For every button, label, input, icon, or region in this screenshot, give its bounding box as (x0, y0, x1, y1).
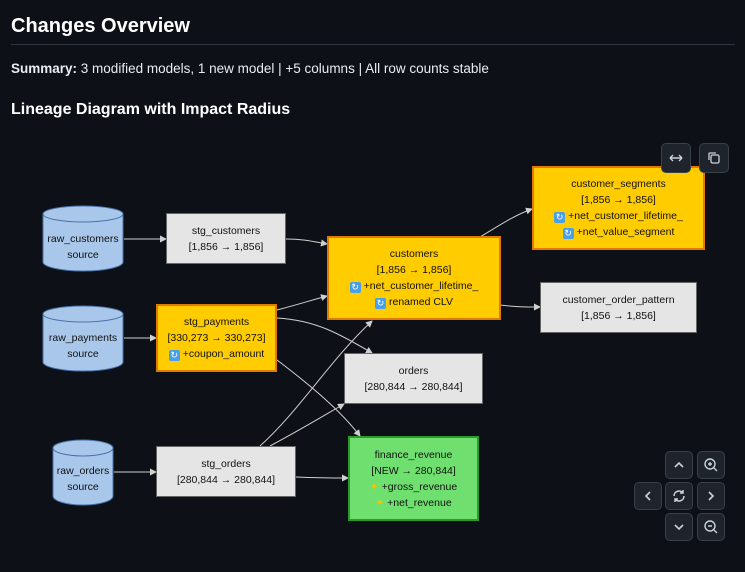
node-name: raw_orders (56, 465, 110, 477)
database-icon (42, 305, 124, 372)
node-rows: [330,273 → 330,273] (167, 332, 266, 344)
node-raw-payments[interactable]: raw_payments source (42, 305, 124, 372)
pan-up-button[interactable] (665, 451, 693, 479)
node-customer-segments[interactable]: customer_segments [1,856 → 1,856] ↻+net_… (532, 166, 705, 250)
node-sub: source (67, 481, 99, 493)
node-name: finance_revenue (374, 448, 453, 461)
zoom-in-icon (704, 458, 718, 472)
node-change: ↻renamed CLV (374, 296, 453, 309)
changed-column-icon: ↻ (168, 350, 180, 361)
fit-width-button[interactable] (661, 143, 691, 173)
edge-stg-payments-finance (276, 359, 361, 437)
node-change: ↻+net_customer_lifetime_ (349, 280, 479, 293)
node-stg-payments[interactable]: stg_payments [330,273 → 330,273] ↻+coupo… (156, 304, 277, 372)
edge-customers-segments (479, 207, 533, 238)
refresh-icon (673, 490, 685, 502)
summary-line: Summary: 3 modified models, 1 new model … (11, 61, 489, 76)
node-name: raw_customers (47, 233, 119, 245)
changed-column-icon: ↻ (349, 282, 361, 293)
changed-column-icon: ↻ (374, 298, 386, 309)
chevron-left-icon (644, 491, 651, 501)
node-name: orders (398, 364, 429, 377)
node-finance-revenue[interactable]: finance_revenue [NEW → 280,844] ✦+gross_… (348, 436, 479, 521)
edge-stg-payments-orders (276, 317, 373, 354)
node-rows: [1,856 → 1,856] (376, 264, 452, 276)
copy-icon (708, 152, 720, 164)
node-change: ↻+coupon_amount (168, 348, 265, 361)
node-orders[interactable]: orders [280,844 → 280,844] (344, 353, 483, 404)
pan-left-button[interactable] (634, 482, 662, 510)
node-change: ↻+net_value_segment (562, 226, 675, 239)
node-customers[interactable]: customers [1,856 → 1,856] ↻+net_customer… (327, 236, 501, 320)
fit-width-icon (669, 154, 683, 162)
section-title: Lineage Diagram with Impact Radius (11, 101, 291, 118)
edge-stg-orders-orders (269, 403, 345, 447)
node-name: stg_customers (191, 224, 261, 237)
pan-right-button[interactable] (697, 482, 725, 510)
node-rows: [NEW → 280,844] (371, 464, 456, 477)
database-icon (42, 205, 124, 272)
node-name: raw_payments (48, 332, 118, 344)
edge-stg-payments-customers (276, 294, 328, 311)
node-sub: source (67, 348, 99, 360)
zoom-in-button[interactable] (697, 451, 725, 479)
node-raw-customers[interactable]: raw_customers source (42, 205, 124, 272)
edge-customers-order-pattern (499, 303, 541, 311)
database-icon (52, 439, 114, 506)
node-customer-order-pattern[interactable]: customer_order_pattern [1,856 → 1,856] (540, 282, 697, 333)
edge-stg-orders-customers (259, 320, 373, 447)
page-title: Changes Overview (11, 15, 190, 37)
edge-stg-orders-finance (295, 474, 349, 482)
node-stg-customers[interactable]: stg_customers [1,856 → 1,856] (166, 213, 286, 264)
pan-down-button[interactable] (665, 513, 693, 541)
summary-text: 3 modified models, 1 new model | +5 colu… (80, 61, 489, 76)
edge-stg-customers-customers (285, 238, 328, 247)
summary-label: Summary: (11, 61, 78, 76)
node-name: stg_payments (183, 316, 250, 328)
zoom-out-icon (704, 520, 718, 534)
node-rows: [280,844 → 280,844] (364, 380, 463, 393)
node-name: customer_order_pattern (562, 293, 675, 306)
title-divider (11, 44, 735, 45)
copy-button[interactable] (699, 143, 729, 173)
zoom-out-button[interactable] (697, 513, 725, 541)
node-rows: [280,844 → 280,844] (176, 473, 276, 486)
node-rows: [1,856 → 1,856] (188, 240, 264, 253)
node-raw-orders[interactable]: raw_orders source (52, 439, 114, 506)
node-sub: source (67, 249, 99, 261)
node-change: ✦+net_revenue (375, 496, 452, 509)
reset-view-button[interactable] (665, 482, 693, 510)
node-stg-orders[interactable]: stg_orders [280,844 → 280,844] (156, 446, 296, 497)
sparkle-icon: ✦ (369, 480, 379, 493)
chevron-up-icon (674, 461, 684, 468)
changed-column-icon: ↻ (562, 228, 574, 239)
node-name: customer_segments (571, 178, 666, 190)
sparkle-icon: ✦ (375, 496, 385, 509)
node-change: ✦+gross_revenue (369, 480, 458, 493)
node-rows: [1,856 → 1,856] (581, 309, 656, 322)
node-name: customers (389, 248, 439, 260)
node-rows: [1,856 → 1,856] (581, 194, 656, 206)
node-name: stg_orders (201, 457, 251, 470)
chevron-down-icon (674, 524, 684, 531)
chevron-right-icon (708, 491, 715, 501)
changed-column-icon: ↻ (554, 212, 566, 223)
node-change: ↻+net_customer_lifetime_ (554, 210, 683, 223)
